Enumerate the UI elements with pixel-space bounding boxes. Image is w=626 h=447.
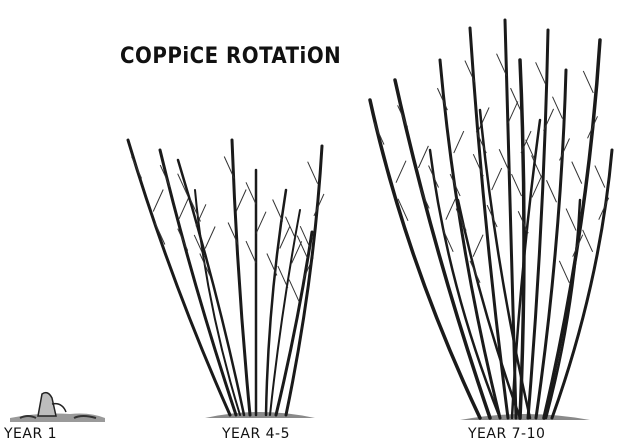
stage-label-year-4-5: YEAR 4-5 <box>222 426 290 442</box>
stage-year-4-5-coppice <box>128 140 324 418</box>
stage-year-1-stump <box>10 393 105 422</box>
stage-year-7-10-coppice <box>370 20 612 420</box>
stage-label-year-1: YEAR 1 <box>4 426 57 442</box>
stage-label-year-7-10: YEAR 7-10 <box>468 426 545 442</box>
